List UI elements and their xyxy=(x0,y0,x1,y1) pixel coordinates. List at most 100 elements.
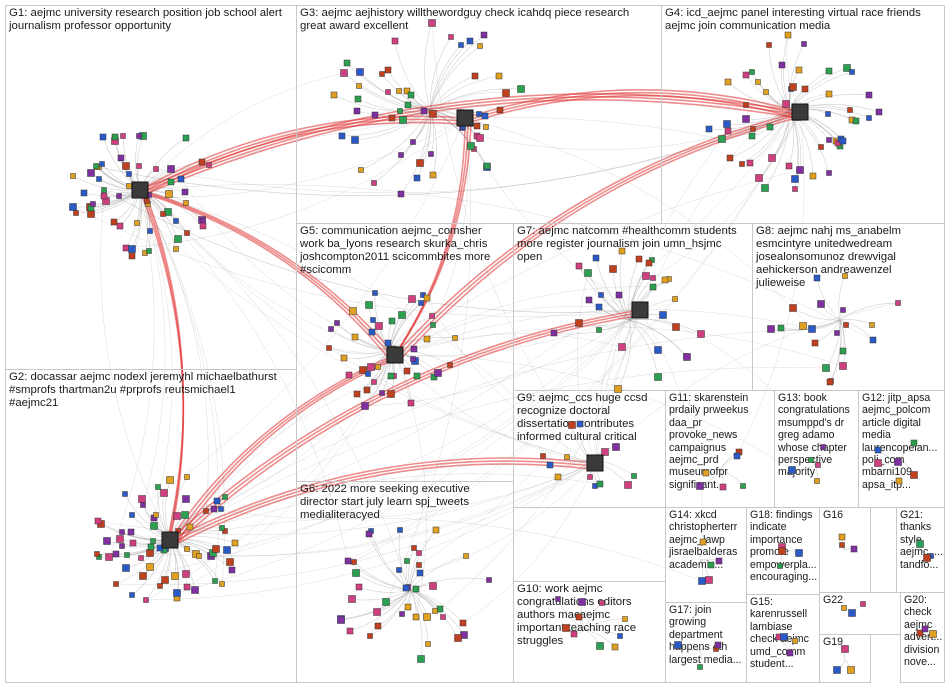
network-node[interactable] xyxy=(784,31,792,39)
network-node[interactable] xyxy=(423,613,431,621)
network-node[interactable] xyxy=(661,276,669,284)
network-node[interactable] xyxy=(436,605,444,613)
network-node[interactable] xyxy=(117,154,125,162)
network-node[interactable] xyxy=(786,649,794,657)
network-node[interactable] xyxy=(182,134,190,142)
network-node[interactable] xyxy=(847,107,853,113)
hub-node[interactable] xyxy=(386,346,404,364)
network-node[interactable] xyxy=(746,159,754,167)
group-panel-g10[interactable]: G10: work aejmc congratulations editors … xyxy=(513,581,666,683)
group-panel-g6[interactable]: G6: 2022 more seeking executive director… xyxy=(296,481,514,683)
network-node[interactable] xyxy=(540,453,546,459)
network-node[interactable] xyxy=(585,296,593,304)
network-node[interactable] xyxy=(129,512,135,518)
network-node[interactable] xyxy=(809,172,817,180)
network-node[interactable] xyxy=(398,152,404,158)
network-node[interactable] xyxy=(434,369,442,377)
network-node[interactable] xyxy=(173,512,181,520)
network-node[interactable] xyxy=(568,421,576,429)
network-node[interactable] xyxy=(483,124,489,130)
network-node[interactable] xyxy=(371,379,377,385)
network-node[interactable] xyxy=(477,43,483,49)
network-node[interactable] xyxy=(352,569,360,577)
network-node[interactable] xyxy=(348,595,356,603)
network-node[interactable] xyxy=(517,85,525,93)
network-node[interactable] xyxy=(338,132,346,140)
network-node[interactable] xyxy=(416,550,422,556)
network-node[interactable] xyxy=(838,533,846,541)
network-node[interactable] xyxy=(87,210,95,218)
network-node[interactable] xyxy=(113,581,119,587)
network-node[interactable] xyxy=(345,371,353,379)
network-node[interactable] xyxy=(799,322,807,330)
network-node[interactable] xyxy=(181,511,189,519)
network-node[interactable] xyxy=(476,134,484,142)
network-node[interactable] xyxy=(423,335,431,343)
network-node[interactable] xyxy=(346,627,354,635)
network-node[interactable] xyxy=(739,161,745,167)
network-node[interactable] xyxy=(219,581,225,587)
hub-node[interactable] xyxy=(791,103,809,121)
network-node[interactable] xyxy=(789,304,797,312)
network-node[interactable] xyxy=(372,290,378,296)
network-node[interactable] xyxy=(223,546,231,554)
network-node[interactable] xyxy=(218,506,224,512)
network-node[interactable] xyxy=(412,585,420,593)
network-node[interactable] xyxy=(826,378,834,386)
network-node[interactable] xyxy=(173,218,179,224)
network-node[interactable] xyxy=(359,366,367,374)
network-node[interactable] xyxy=(818,144,824,150)
network-node[interactable] xyxy=(778,61,786,69)
network-node[interactable] xyxy=(420,107,428,115)
network-node[interactable] xyxy=(353,390,361,398)
network-node[interactable] xyxy=(363,386,371,394)
network-node[interactable] xyxy=(795,66,803,74)
network-node[interactable] xyxy=(196,553,202,559)
network-node[interactable] xyxy=(417,655,425,663)
hub-node[interactable] xyxy=(456,109,474,127)
network-node[interactable] xyxy=(683,353,691,361)
network-node[interactable] xyxy=(596,642,604,650)
network-node[interactable] xyxy=(129,592,135,598)
network-node[interactable] xyxy=(167,178,175,186)
network-node[interactable] xyxy=(122,491,128,497)
network-node[interactable] xyxy=(702,469,710,477)
network-node[interactable] xyxy=(174,235,182,243)
network-node[interactable] xyxy=(843,64,851,72)
network-node[interactable] xyxy=(412,613,420,621)
network-node[interactable] xyxy=(147,228,153,234)
network-node[interactable] xyxy=(599,600,605,606)
network-node[interactable] xyxy=(177,175,185,183)
network-node[interactable] xyxy=(351,136,359,144)
network-node[interactable] xyxy=(576,420,584,428)
network-node[interactable] xyxy=(766,123,774,131)
network-node[interactable] xyxy=(592,254,600,262)
network-node[interactable] xyxy=(598,292,604,298)
network-node[interactable] xyxy=(564,454,570,460)
network-node[interactable] xyxy=(587,474,593,480)
network-node[interactable] xyxy=(429,313,435,319)
network-node[interactable] xyxy=(458,42,464,48)
network-node[interactable] xyxy=(575,319,583,327)
network-node[interactable] xyxy=(171,572,179,580)
network-node[interactable] xyxy=(382,598,390,606)
network-node[interactable] xyxy=(356,83,362,89)
network-node[interactable] xyxy=(330,91,338,99)
network-node[interactable] xyxy=(100,192,108,200)
network-node[interactable] xyxy=(384,66,392,74)
network-node[interactable] xyxy=(740,483,746,489)
network-node[interactable] xyxy=(146,563,154,571)
group-panel-g13[interactable]: G13: book congratulations msumppd's dr g… xyxy=(774,390,859,508)
network-node[interactable] xyxy=(575,613,583,621)
network-node[interactable] xyxy=(328,326,334,332)
network-node[interactable] xyxy=(785,162,793,170)
network-node[interactable] xyxy=(136,163,142,169)
network-node[interactable] xyxy=(614,385,622,393)
network-node[interactable] xyxy=(874,459,882,467)
network-node[interactable] xyxy=(361,402,369,410)
network-node[interactable] xyxy=(404,558,410,564)
network-node[interactable] xyxy=(622,616,628,622)
network-node[interactable] xyxy=(750,126,756,132)
network-node[interactable] xyxy=(411,545,417,551)
network-node[interactable] xyxy=(206,162,212,168)
